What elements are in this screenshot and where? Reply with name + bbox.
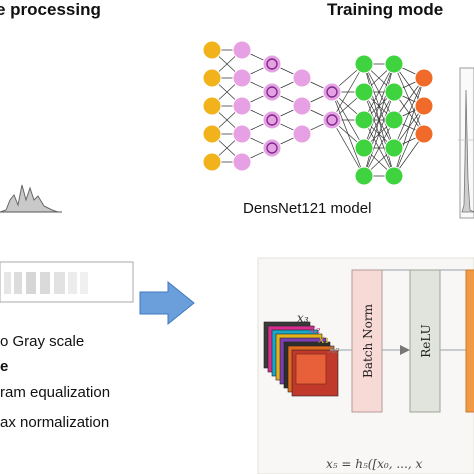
feature-map-stack: [263, 321, 339, 397]
network-node: [262, 138, 282, 158]
network-node-ring: [266, 58, 278, 70]
stack-label-x2: x₂: [309, 322, 321, 336]
network-edge: [363, 119, 395, 177]
conv-box: [465, 269, 474, 413]
network-node-ring: [326, 86, 338, 98]
network-node: [354, 82, 374, 102]
network-node: [414, 124, 434, 144]
network-node: [262, 54, 282, 74]
dense-formula: x₅ = h₅([x₀, ..., x: [326, 457, 422, 471]
network-node: [232, 40, 252, 60]
stack-label-x1: x₁: [318, 332, 330, 346]
network-node: [384, 166, 404, 186]
connector-arrowhead: [400, 345, 410, 355]
network-node-ring: [266, 114, 278, 126]
relu-label: ReLU: [419, 324, 433, 358]
network-node: [384, 82, 404, 102]
intensity-histogram: [0, 184, 59, 213]
network-node: [292, 124, 312, 144]
network-node: [354, 138, 374, 158]
step-gray-scale: o Gray scale: [0, 333, 85, 350]
network-edge: [393, 77, 425, 149]
network-edge: [331, 119, 365, 177]
network-node: [232, 68, 252, 88]
output-plot-curve: [461, 89, 474, 213]
network-node: [384, 54, 404, 74]
densenet-model-caption: DensNet121 model: [243, 200, 372, 217]
network-edge: [363, 63, 395, 177]
preprocessing-heading: e processing: [0, 0, 101, 19]
network-node: [354, 54, 374, 74]
network-edge: [363, 91, 395, 177]
stack-label-x3: x₃: [297, 311, 309, 325]
network-node: [354, 166, 374, 186]
flow-arrow: [139, 280, 195, 326]
network-node: [292, 68, 312, 88]
step-histogram-equalization: ram equalization: [0, 384, 111, 401]
network-node: [414, 68, 434, 88]
network-node: [354, 110, 374, 130]
grayscale-strip: [0, 261, 134, 303]
stack-label-x0: x₀: [328, 342, 340, 356]
network-node-ring: [266, 142, 278, 154]
network-node: [322, 82, 342, 102]
network-node: [202, 124, 222, 144]
network-node: [414, 96, 434, 116]
training-model-heading: Training mode: [327, 0, 444, 19]
network-edge: [331, 63, 365, 121]
network-node-ring: [266, 86, 278, 98]
input-image-thumbnail: [295, 353, 327, 385]
network-node: [384, 110, 404, 130]
network-node: [232, 124, 252, 144]
network-nodes: [202, 40, 434, 186]
network-node: [262, 82, 282, 102]
network-node: [322, 110, 342, 130]
network-node: [202, 68, 222, 88]
network-node-ring: [326, 114, 338, 126]
network-node: [202, 40, 222, 60]
step-minmax-normalization: ax normalization: [0, 414, 110, 431]
grayscale-strip-texture: [4, 272, 88, 294]
network-edge: [363, 63, 395, 121]
network-node: [232, 152, 252, 172]
network-edge: [393, 77, 425, 177]
network-edge: [363, 63, 395, 149]
network-node: [202, 152, 222, 172]
step-bold-fragment: e: [0, 358, 9, 375]
network-node: [232, 96, 252, 116]
network-node: [384, 138, 404, 158]
network-edge: [393, 105, 425, 177]
network-node: [202, 96, 222, 116]
network-node: [292, 96, 312, 116]
batch-norm-box: [351, 269, 383, 413]
batch-norm-label: Batch Norm: [361, 303, 375, 378]
relu-box: [409, 269, 441, 413]
network-node: [262, 110, 282, 130]
